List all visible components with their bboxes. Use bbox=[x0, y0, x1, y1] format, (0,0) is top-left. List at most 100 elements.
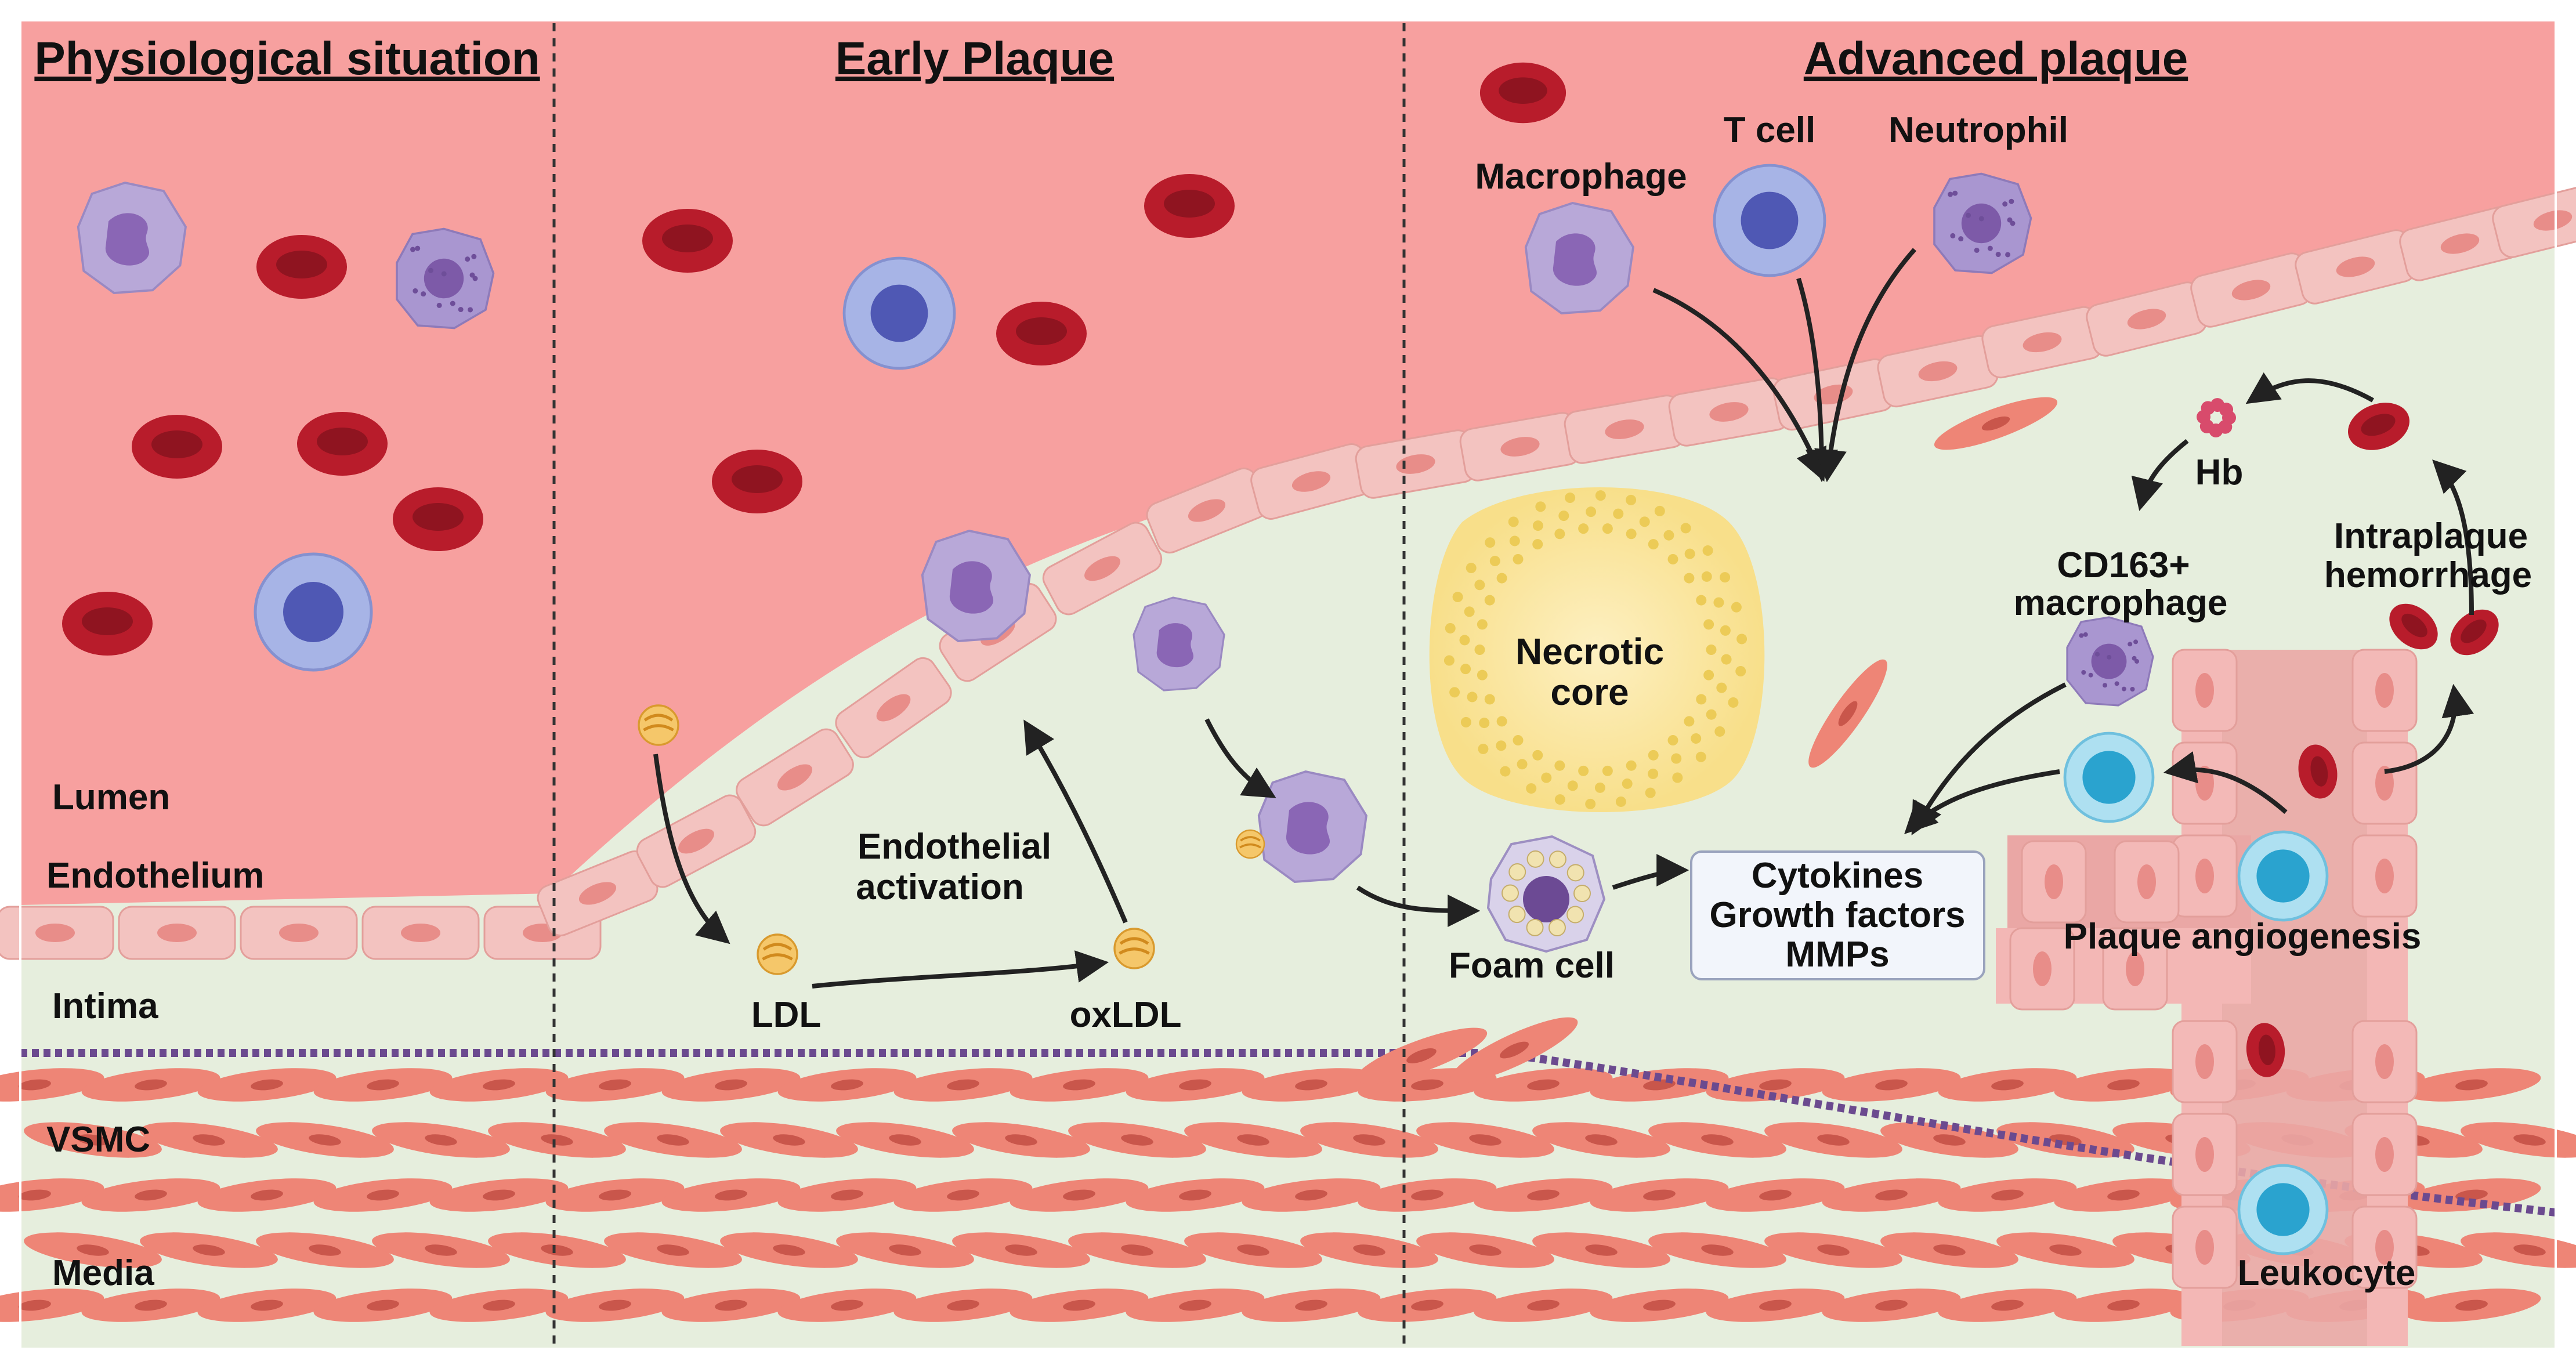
vessel-cell bbox=[2172, 649, 2238, 732]
vsmc-cell bbox=[836, 1122, 974, 1158]
vsmc-cell bbox=[661, 1288, 801, 1322]
vsmc-cell bbox=[1358, 1288, 1497, 1322]
vsmc-cell bbox=[1822, 1178, 1961, 1212]
vsmc-cell bbox=[1416, 1122, 1554, 1158]
endothelial-cell bbox=[1564, 394, 1685, 464]
vsmc-cell bbox=[777, 1288, 917, 1322]
label-macrophage: Macrophage bbox=[1475, 157, 1687, 197]
vsmc-cell bbox=[1416, 1232, 1554, 1268]
vsmc-cell bbox=[1184, 1122, 1322, 1158]
media-layer bbox=[0, 1068, 2576, 1322]
label-t-cell: T cell bbox=[1724, 110, 1816, 150]
vessel-cell bbox=[2172, 1020, 2238, 1103]
vessel-cell bbox=[2351, 1113, 2418, 1196]
endothelial-cell bbox=[0, 906, 114, 960]
arrow-hemorrhage-up bbox=[2432, 459, 2474, 616]
vsmc-cell bbox=[24, 1122, 162, 1158]
vsmc-cell bbox=[1706, 1178, 1845, 1212]
vsmc-cell bbox=[777, 1178, 917, 1212]
arrow-neutrophil-in bbox=[1814, 248, 1916, 483]
red-blood-cell bbox=[2298, 744, 2338, 799]
label-lumen: Lumen bbox=[52, 777, 170, 817]
vsmc-cell bbox=[893, 1068, 1033, 1102]
red-blood-cell bbox=[393, 487, 483, 551]
vessel-cell bbox=[2351, 1020, 2418, 1103]
cytokines-box bbox=[1690, 850, 1985, 980]
vsmc-cell bbox=[720, 1122, 858, 1158]
vsmc-cell bbox=[1996, 1232, 2134, 1268]
label-cd163-1: CD163+ bbox=[2057, 545, 2190, 585]
arrow-leuk-out bbox=[1904, 769, 2060, 834]
label-vsmc: VSMC bbox=[46, 1120, 150, 1160]
t-cell bbox=[1713, 164, 1826, 277]
vsmc-cell bbox=[2054, 1068, 2193, 1102]
vsmc-cell bbox=[1242, 1178, 1381, 1212]
vsmc-cell bbox=[661, 1178, 801, 1212]
vsmc-cell bbox=[1126, 1068, 1265, 1102]
neutrophil bbox=[2066, 616, 2154, 707]
label-ldl: LDL bbox=[751, 995, 822, 1035]
vessel-cell bbox=[2172, 741, 2238, 825]
vsmc-cell bbox=[0, 1178, 104, 1212]
vsmc-cell bbox=[1474, 1068, 1613, 1102]
vsmc-cell bbox=[0, 1288, 104, 1322]
vsmc-cell bbox=[1300, 1232, 1438, 1268]
red-blood-cell bbox=[1144, 174, 1235, 238]
label-endothelial-activation-2: activation bbox=[856, 867, 1023, 907]
vsmc-cell bbox=[893, 1288, 1033, 1322]
vsmc-cell bbox=[197, 1068, 337, 1102]
label-angiogenesis: Plaque angiogenesis bbox=[2064, 917, 2422, 957]
vsmc-cell bbox=[1068, 1232, 1206, 1268]
arrow-ldl-entry bbox=[653, 754, 730, 944]
vsmc-cell bbox=[81, 1068, 220, 1102]
arrow-activation bbox=[1023, 719, 1128, 924]
red-blood-cell bbox=[2450, 609, 2499, 656]
red-blood-cell bbox=[996, 302, 1087, 365]
vsmc-cell bbox=[81, 1178, 220, 1212]
vsmc-cell bbox=[2402, 1288, 2541, 1322]
endothelial-cell bbox=[2190, 252, 2312, 328]
vsmc-cell bbox=[140, 1232, 278, 1268]
vsmc-cell bbox=[256, 1122, 394, 1158]
endothelium-layer bbox=[0, 183, 2576, 960]
vessel-cell bbox=[2351, 741, 2418, 825]
endothelial-cell bbox=[2399, 206, 2521, 281]
arrow-monocyte bbox=[1204, 718, 1276, 798]
t-cell bbox=[254, 552, 373, 672]
smooth-muscle-cell bbox=[1355, 1027, 1488, 1084]
endothelial-cell bbox=[1668, 377, 1790, 447]
vsmc-cell bbox=[1938, 1068, 2077, 1102]
vsmc-cell bbox=[1590, 1178, 1729, 1212]
endothelial-cell bbox=[1459, 412, 1581, 482]
vsmc-cell bbox=[488, 1122, 626, 1158]
vsmc-cell bbox=[545, 1178, 685, 1212]
necrotic-core bbox=[1429, 487, 1765, 812]
vsmc-cell bbox=[2054, 1288, 2193, 1322]
vessel-wall-cells bbox=[2009, 649, 2418, 1289]
vsmc-cell bbox=[2054, 1178, 2193, 1212]
arrow-ldl-oxldl bbox=[812, 950, 1109, 989]
vsmc-cell bbox=[372, 1122, 510, 1158]
vsmc-cell bbox=[1706, 1288, 1845, 1322]
vsmc-cell bbox=[24, 1232, 162, 1268]
vessel-cell bbox=[2172, 834, 2238, 918]
vsmc-cell bbox=[1184, 1232, 1322, 1268]
neutrophil bbox=[1933, 172, 2032, 274]
labels: Physiological situation Early Plaque Adv… bbox=[34, 32, 2532, 1293]
vsmc-cell bbox=[604, 1232, 742, 1268]
vsmc-cell bbox=[429, 1288, 569, 1322]
vsmc-cell bbox=[1822, 1068, 1961, 1102]
red-blood-cell bbox=[62, 592, 153, 656]
header-advanced: Advanced plaque bbox=[1804, 32, 2188, 84]
arrow-macrophage-in bbox=[1652, 288, 1827, 482]
label-cytokines: Cytokines bbox=[1752, 856, 1923, 896]
arrow-vessel-hem bbox=[2384, 683, 2474, 774]
vsmc-cell bbox=[1242, 1288, 1381, 1322]
vsmc-cell bbox=[1648, 1232, 1786, 1268]
vsmc-cell bbox=[1532, 1122, 1670, 1158]
vsmc-cell bbox=[429, 1068, 569, 1102]
label-mmps: MMPs bbox=[1785, 935, 1889, 975]
vsmc-cell bbox=[1358, 1178, 1497, 1212]
vsmc-cell bbox=[893, 1178, 1033, 1212]
